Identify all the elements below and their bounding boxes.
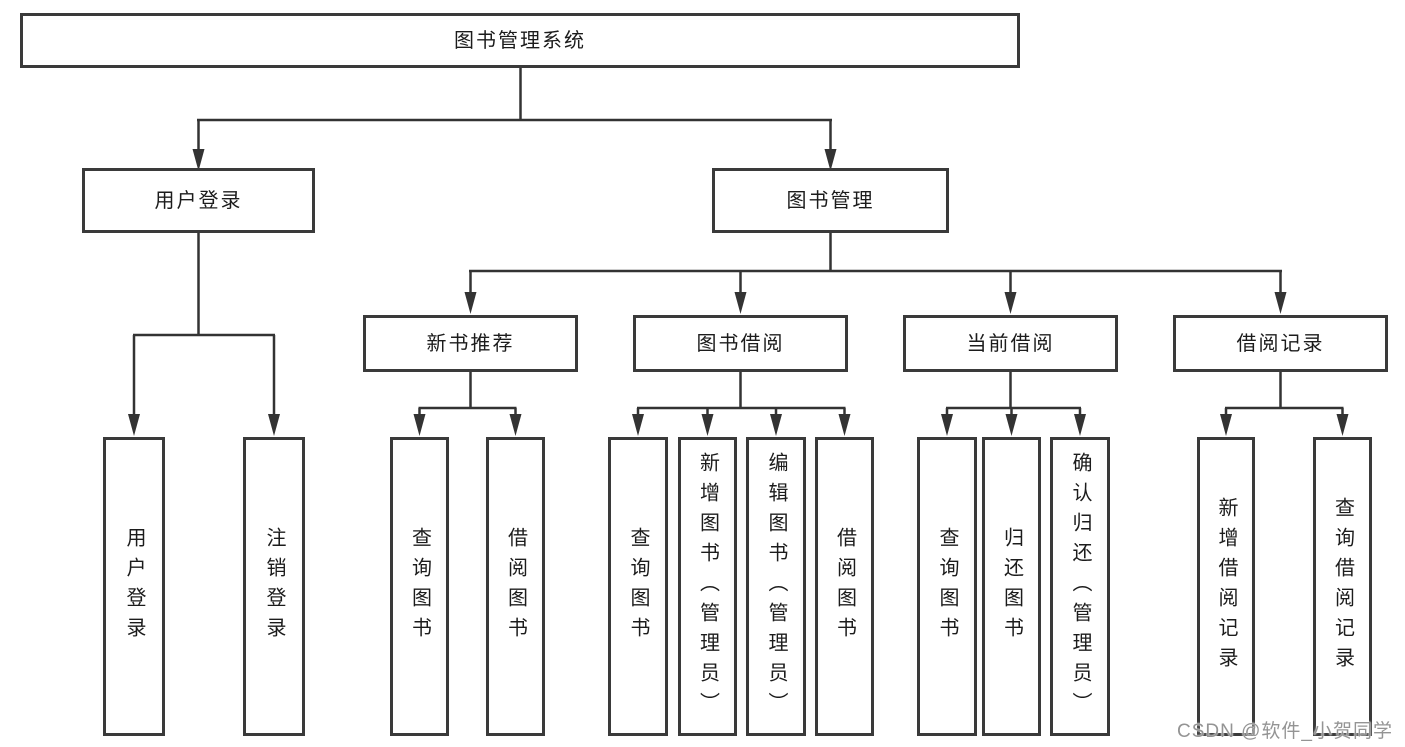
node-label: 查询借阅记录 bbox=[1331, 496, 1354, 677]
node-label: 借阅记录 bbox=[1236, 332, 1325, 355]
leaf-borrow-books: 借阅图书 bbox=[815, 437, 874, 736]
node-label: 图书管理系统 bbox=[454, 29, 586, 52]
leaf-logout: 注销登录 bbox=[243, 437, 305, 736]
node-label: 归还图书 bbox=[1000, 526, 1023, 647]
node-label: 注销登录 bbox=[263, 526, 285, 647]
node-label: 新增图书（管理员） bbox=[696, 451, 719, 722]
leaf-query-borrow-record: 查询借阅记录 bbox=[1313, 437, 1372, 736]
node-label: 查询图书 bbox=[627, 526, 649, 647]
node-user-login: 用户登录 bbox=[82, 168, 315, 233]
node-label: 图书管理 bbox=[786, 189, 875, 212]
watermark: CSDN @软件_小贺同学 bbox=[1177, 721, 1393, 742]
leaf-add-book-admin: 新增图书（管理员） bbox=[678, 437, 737, 736]
node-label: 当前借阅 bbox=[966, 332, 1055, 355]
node-book-borrow: 图书借阅 bbox=[633, 315, 848, 372]
node-label: 查询图书 bbox=[936, 526, 958, 647]
node-label: 查询图书 bbox=[408, 526, 431, 647]
leaf-add-borrow-record: 新增借阅记录 bbox=[1197, 437, 1255, 736]
leaf-query-books-borrow: 查询图书 bbox=[608, 437, 668, 736]
node-new-book-recommend: 新书推荐 bbox=[363, 315, 578, 372]
node-label: 新书推荐 bbox=[426, 332, 515, 355]
leaf-query-books-current: 查询图书 bbox=[917, 437, 977, 736]
node-library-management-system: 图书管理系统 bbox=[20, 13, 1020, 68]
leaf-edit-book-admin: 编辑图书（管理员） bbox=[746, 437, 806, 736]
node-label: 图书借阅 bbox=[696, 332, 785, 355]
node-current-borrow: 当前借阅 bbox=[903, 315, 1118, 372]
node-label: 新增借阅记录 bbox=[1215, 496, 1237, 677]
node-borrow-records: 借阅记录 bbox=[1173, 315, 1388, 372]
leaf-borrow-books-recommend: 借阅图书 bbox=[486, 437, 545, 736]
node-label: 确认归还（管理员） bbox=[1069, 451, 1091, 722]
node-label: 编辑图书（管理员） bbox=[765, 451, 787, 722]
node-book-management: 图书管理 bbox=[712, 168, 949, 233]
node-label: 借阅图书 bbox=[833, 526, 856, 647]
node-label: 用户登录 bbox=[154, 189, 243, 212]
leaf-return-books: 归还图书 bbox=[982, 437, 1041, 736]
leaf-query-books-recommend: 查询图书 bbox=[390, 437, 449, 736]
leaf-user-login: 用户登录 bbox=[103, 437, 165, 736]
leaf-confirm-return-admin: 确认归还（管理员） bbox=[1050, 437, 1110, 736]
node-label: 借阅图书 bbox=[504, 526, 527, 647]
node-label: 用户登录 bbox=[123, 526, 145, 647]
